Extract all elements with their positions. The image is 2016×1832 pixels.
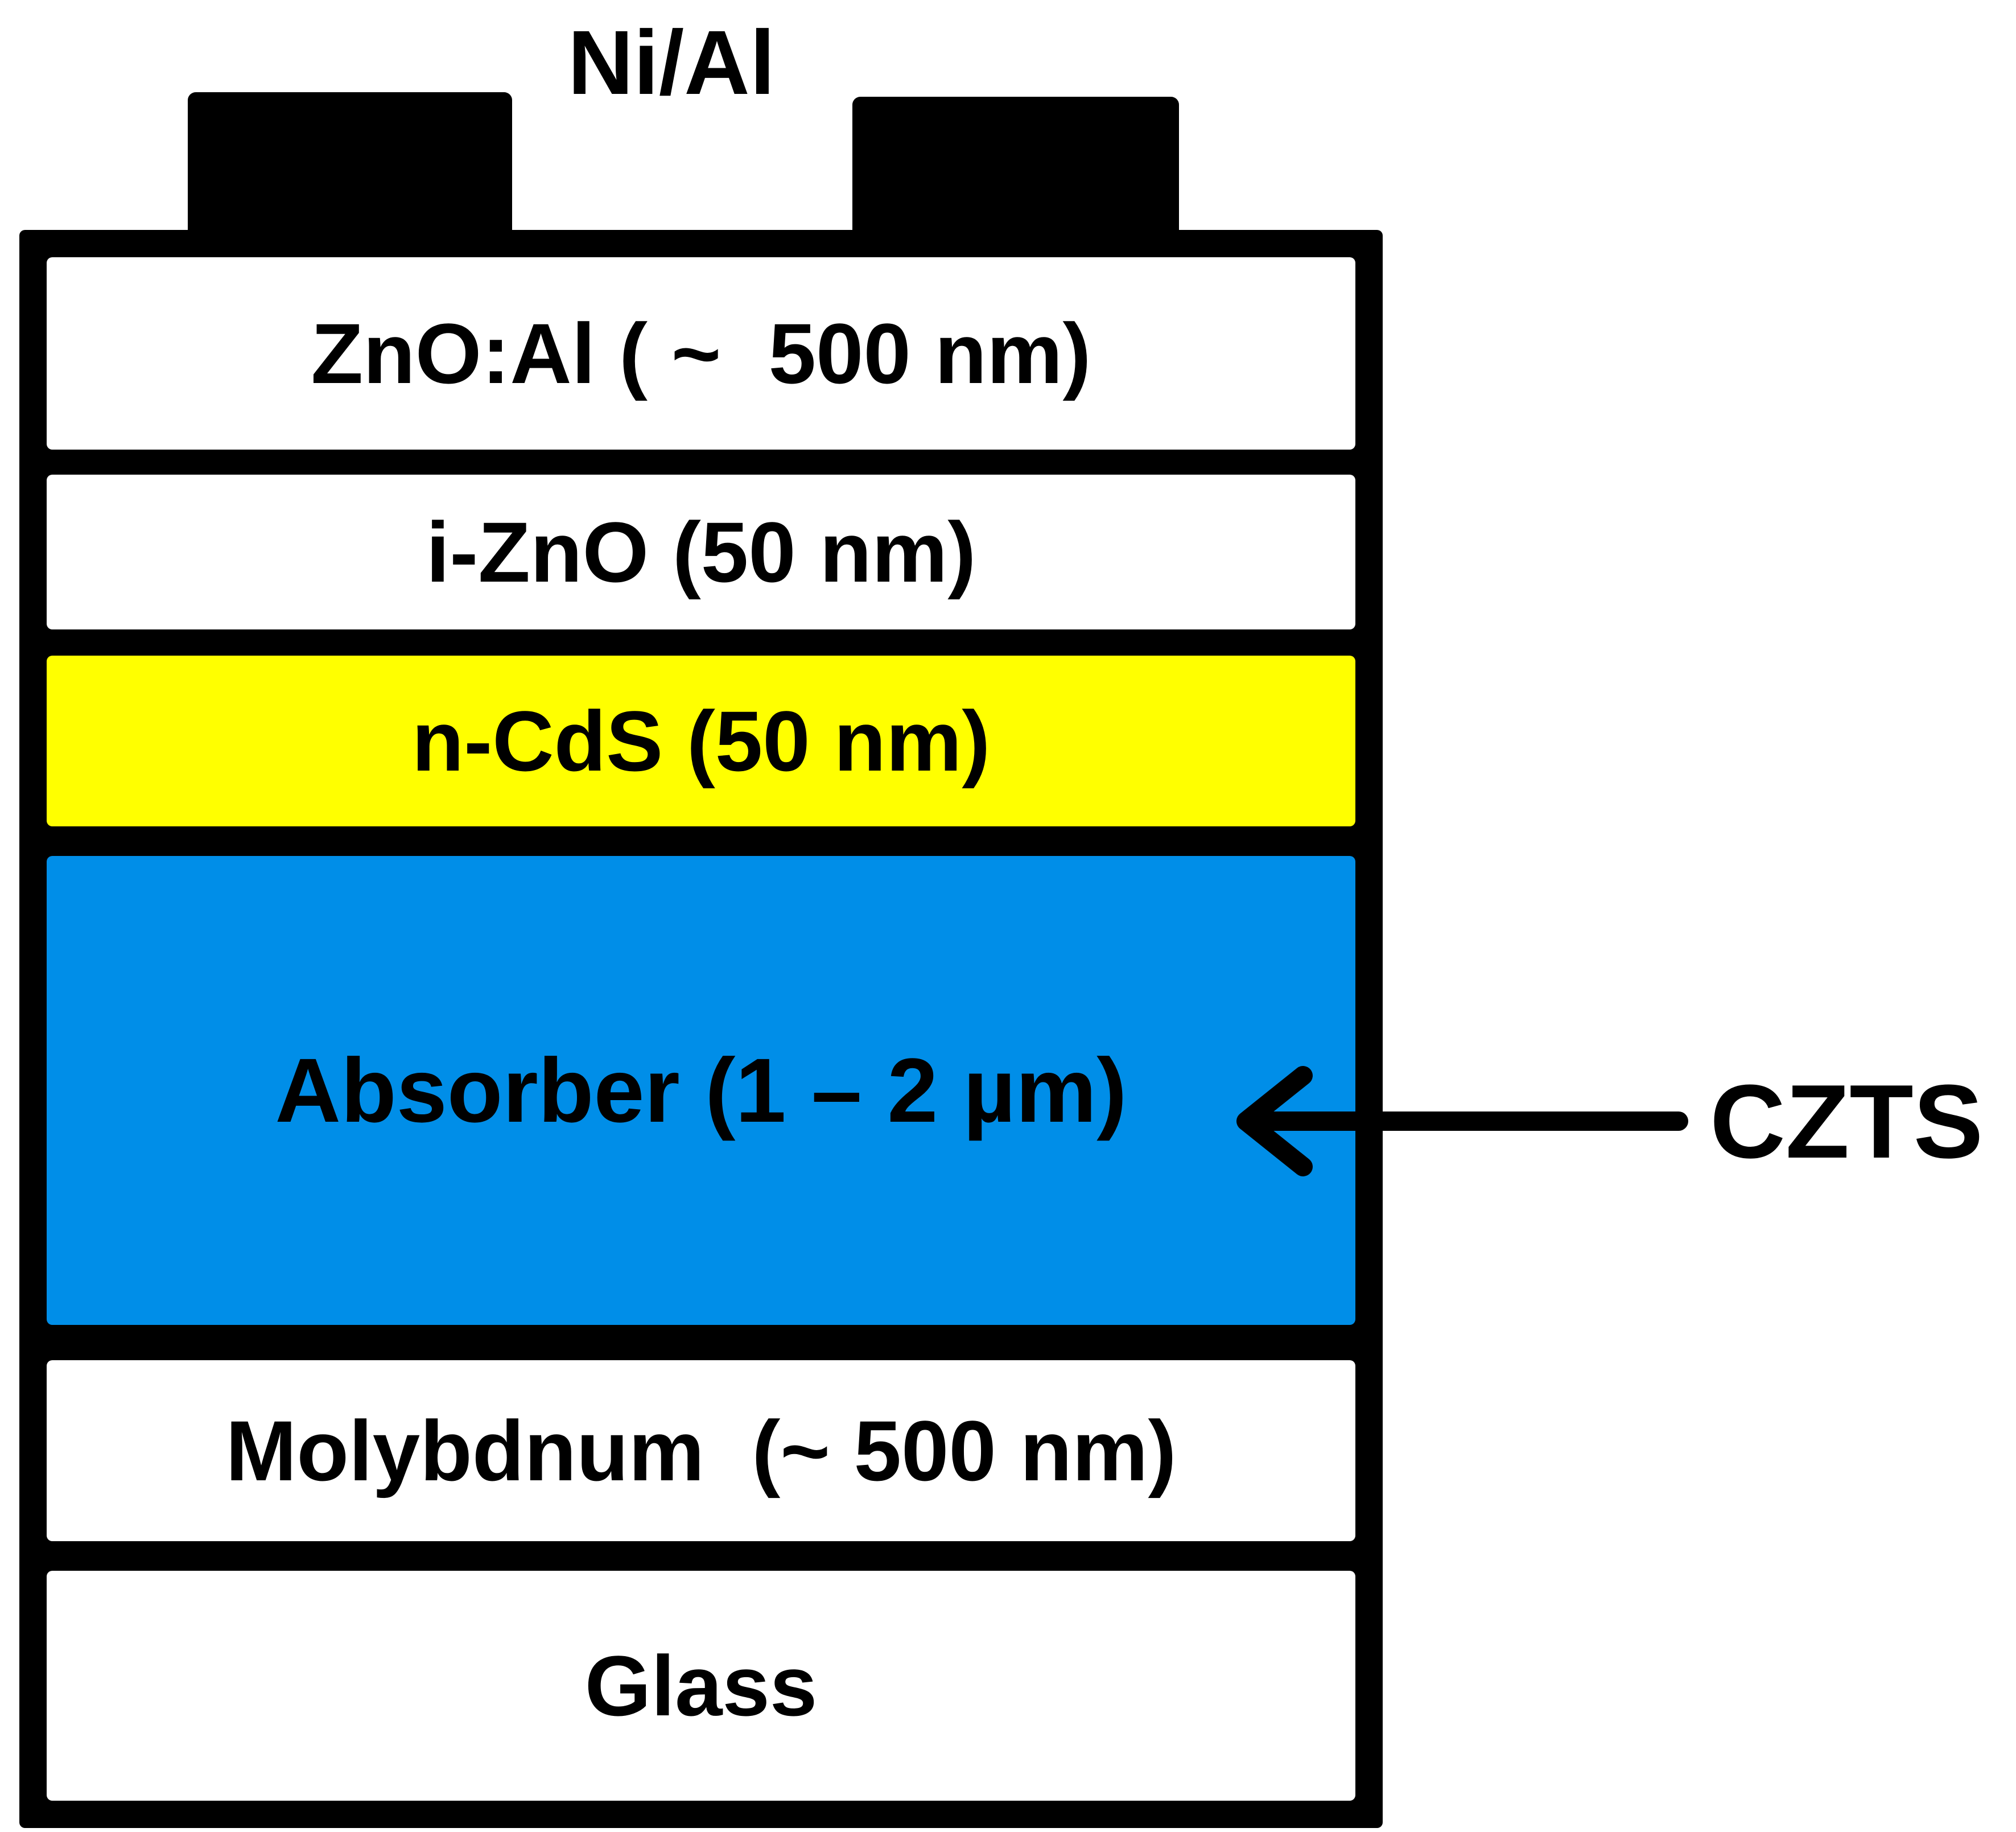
layer-n-cds: n-CdS (50 nm) — [47, 656, 1355, 826]
layer-absorber: Absorber (1 – 2 µm) — [47, 856, 1355, 1325]
layer-n-cds-label: n-CdS (50 nm) — [411, 693, 991, 789]
left-contact — [188, 92, 512, 239]
layer-absorber-label: Absorber (1 – 2 µm) — [275, 1039, 1127, 1141]
layer-glass-label: Glass — [584, 1638, 818, 1734]
right-contact — [852, 97, 1179, 239]
layer-i-zno: i-ZnO (50 nm) — [47, 475, 1355, 629]
layer-i-zno-label: i-ZnO (50 nm) — [426, 504, 976, 600]
layer-molybdenum: Molybdnum (~ 500 nm) — [47, 1360, 1355, 1541]
czts-arrow-icon — [1236, 1066, 1688, 1176]
layer-glass: Glass — [47, 1571, 1355, 1801]
layer-zno-al-label: ZnO:Al ( ~ 500 nm) — [311, 306, 1091, 401]
layer-molybdenum-label: Molybdnum (~ 500 nm) — [225, 1403, 1177, 1498]
contact-label: Ni/Al — [567, 11, 776, 113]
layer-stack: ZnO:Al ( ~ 500 nm) i-ZnO (50 nm) n-CdS (… — [19, 230, 1383, 1828]
layer-zno-al: ZnO:Al ( ~ 500 nm) — [47, 257, 1355, 450]
czts-label: CZTS — [1710, 1063, 1984, 1180]
